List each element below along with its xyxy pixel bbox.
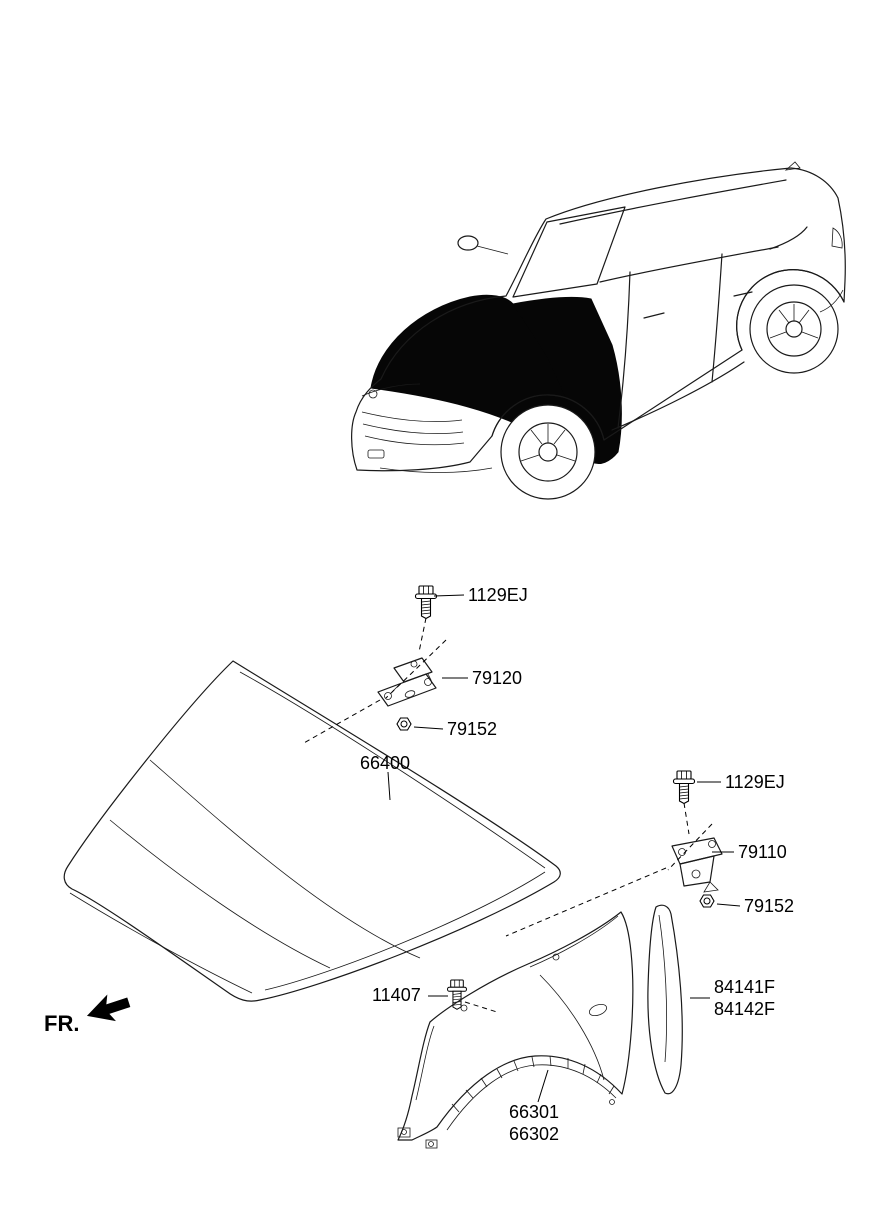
vehicle-front-wheel — [500, 404, 596, 500]
grille-slat — [361, 411, 463, 422]
fender-panel-drawing — [397, 911, 634, 1149]
front-door-line — [617, 271, 631, 429]
quarter-window-line — [769, 226, 808, 250]
roof-line-inner — [559, 179, 787, 225]
part-label-1129ej-upper: 1129EJ — [468, 585, 528, 605]
rear-bumper-line — [819, 289, 844, 313]
belt-line — [599, 246, 779, 283]
nut-79152-lower-icon — [699, 894, 715, 908]
grille-slat — [364, 435, 465, 446]
part-label-79120: 79120 — [472, 668, 522, 688]
part-label-11407: 11407 — [372, 985, 421, 1005]
hood-hinge-lower-drawing — [671, 837, 723, 893]
rocker-line — [611, 361, 745, 431]
headlight-lens — [368, 389, 378, 399]
part-label-79152-lower: 79152 — [744, 896, 794, 916]
vehicle-rear-wheel — [749, 284, 839, 374]
front-direction-arrow-icon — [86, 994, 131, 1022]
bolt-1129ej-upper-icon — [414, 585, 438, 620]
part-label-66400: 66400 — [360, 753, 410, 773]
part-label-66302: 66302 — [509, 1124, 559, 1144]
part-label-66301: 66301 — [509, 1102, 559, 1122]
rear-door-line — [711, 253, 723, 383]
bolt-1129ej-lower-icon — [672, 770, 696, 805]
fender-arch-hatching — [451, 1055, 615, 1113]
fog-lamp — [367, 449, 385, 459]
side-mirror — [457, 235, 479, 251]
mirror-stem — [476, 245, 509, 255]
rear-door-handle — [733, 291, 753, 297]
front-direction-indicator: FR. — [44, 994, 131, 1036]
front-direction-label: FR. — [44, 1011, 79, 1036]
part-label-79152-upper: 79152 — [447, 719, 497, 739]
hood-panel-drawing — [63, 660, 561, 1002]
front-wheel-arch — [491, 394, 605, 441]
vehicle-illustration — [351, 161, 846, 500]
front-door-handle — [643, 312, 665, 319]
assembly-dashed-lines — [301, 617, 713, 1013]
front-skid-line — [379, 467, 493, 473]
vehicle-windshield — [512, 206, 626, 298]
hood-hinge-upper-drawing — [377, 657, 437, 707]
part-label-79110: 79110 — [738, 842, 787, 862]
roof-antenna — [784, 161, 801, 171]
taillight — [831, 227, 843, 249]
part-label-84141f: 84141F — [714, 977, 775, 997]
part-label-84142f: 84142F — [714, 999, 775, 1019]
grille-slat — [362, 423, 464, 434]
part-label-1129ej-lower: 1129EJ — [725, 772, 785, 792]
rear-wheel-arch — [736, 269, 845, 351]
leader-lines — [387, 594, 741, 1103]
fender-insert-drawing — [647, 904, 683, 1095]
headlight — [361, 383, 421, 397]
nut-79152-upper-icon — [396, 717, 412, 731]
